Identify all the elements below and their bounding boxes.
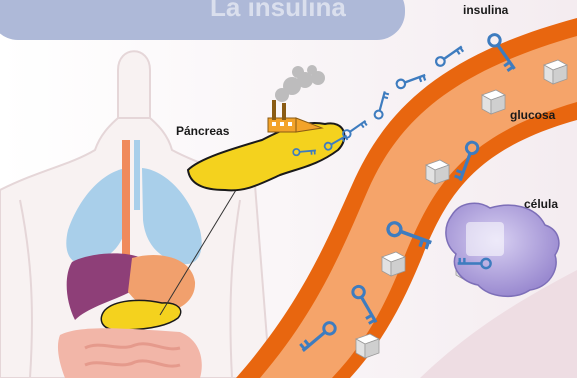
esophagus bbox=[122, 140, 130, 260]
title-banner-group: La insulina bbox=[0, 0, 405, 40]
glucose-cube-icon bbox=[356, 334, 379, 358]
label-celula: célula bbox=[524, 197, 558, 211]
glucose-cube-icon bbox=[482, 90, 505, 114]
intestines bbox=[58, 328, 202, 378]
label-pancreas: Páncreas bbox=[176, 124, 229, 138]
trachea bbox=[134, 140, 140, 210]
glucose-cube-icon bbox=[382, 252, 405, 276]
label-insulina: insulina bbox=[463, 3, 508, 17]
glucose-cube-icon bbox=[544, 60, 567, 84]
label-glucosa: glucosa bbox=[510, 108, 555, 122]
title-text: La insulina bbox=[210, 0, 346, 22]
glucose-cube-icon bbox=[426, 160, 449, 184]
